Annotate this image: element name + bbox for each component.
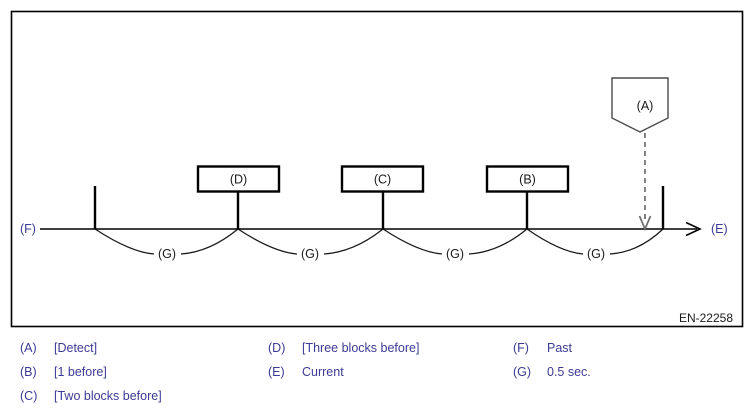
legend-text: Current bbox=[302, 365, 344, 379]
reference-code: EN-22258 bbox=[679, 311, 733, 325]
interval-label-3: (G) bbox=[446, 247, 464, 261]
interval-label-1: (G) bbox=[158, 247, 176, 261]
legend: (A) [Detect] (B) [1 before] (C) [Two blo… bbox=[0, 336, 754, 413]
legend-text: [1 before] bbox=[54, 365, 107, 379]
legend-key: (G) bbox=[513, 365, 532, 379]
block-box-b bbox=[485, 165, 570, 193]
legend-key: (D) bbox=[268, 341, 286, 355]
legend-column-2: (D) [Three blocks before] (E) Current bbox=[268, 336, 513, 384]
interval-arc-1-right bbox=[180, 228, 239, 255]
legend-item: (F) Past bbox=[513, 336, 743, 360]
legend-item: (G) 0.5 sec. bbox=[513, 360, 743, 384]
legend-text: [Detect] bbox=[54, 341, 98, 355]
block-label-d: (D) bbox=[230, 173, 247, 187]
legend-item: (D) [Three blocks before] bbox=[268, 336, 513, 360]
legend-text: [Two blocks before] bbox=[54, 389, 162, 403]
legend-item: (A) [Detect] bbox=[20, 336, 270, 360]
legend-text: 0.5 sec. bbox=[547, 365, 591, 379]
interval-arc-2-right bbox=[323, 228, 384, 255]
timeline-arrowhead bbox=[685, 221, 702, 237]
legend-item: (E) Current bbox=[268, 360, 513, 384]
interval-arc-3-right bbox=[468, 228, 528, 255]
legend-key: (E) bbox=[268, 365, 285, 379]
legend-key: (C) bbox=[20, 389, 38, 403]
detect-callout-label: (A) bbox=[637, 99, 654, 113]
legend-key: (F) bbox=[513, 341, 529, 355]
interval-arc-4-right bbox=[609, 228, 664, 255]
legend-key: (B) bbox=[20, 365, 37, 379]
interval-label-4: (G) bbox=[587, 247, 605, 261]
axis-label-past: (F) bbox=[20, 222, 36, 236]
detect-arrow-head bbox=[638, 215, 652, 232]
axis-label-current: (E) bbox=[711, 222, 728, 236]
legend-column-3: (F) Past (G) 0.5 sec. bbox=[513, 336, 743, 384]
legend-text: [Three blocks before] bbox=[302, 341, 420, 355]
block-label-b: (B) bbox=[519, 173, 536, 187]
legend-key: (A) bbox=[20, 341, 37, 355]
diagram-frame bbox=[10, 10, 744, 328]
block-box-d bbox=[196, 165, 281, 193]
legend-item: (B) [1 before] bbox=[20, 360, 270, 384]
interval-arc-4-left bbox=[526, 228, 584, 255]
legend-item: (C) [Two blocks before] bbox=[20, 384, 270, 408]
detect-callout-shape bbox=[611, 77, 669, 133]
block-label-c: (C) bbox=[374, 173, 391, 187]
interval-label-2: (G) bbox=[301, 247, 319, 261]
legend-text: Past bbox=[547, 341, 573, 355]
interval-arc-2-left bbox=[237, 228, 298, 255]
interval-arc-1-left bbox=[94, 228, 155, 255]
timeline-diagram: (F) (E) (G) (G) (G) (G) (D) (C) (B) bbox=[10, 10, 744, 328]
interval-arc-3-left bbox=[382, 228, 443, 255]
legend-column-1: (A) [Detect] (B) [1 before] (C) [Two blo… bbox=[20, 336, 270, 408]
block-box-c bbox=[340, 165, 425, 193]
